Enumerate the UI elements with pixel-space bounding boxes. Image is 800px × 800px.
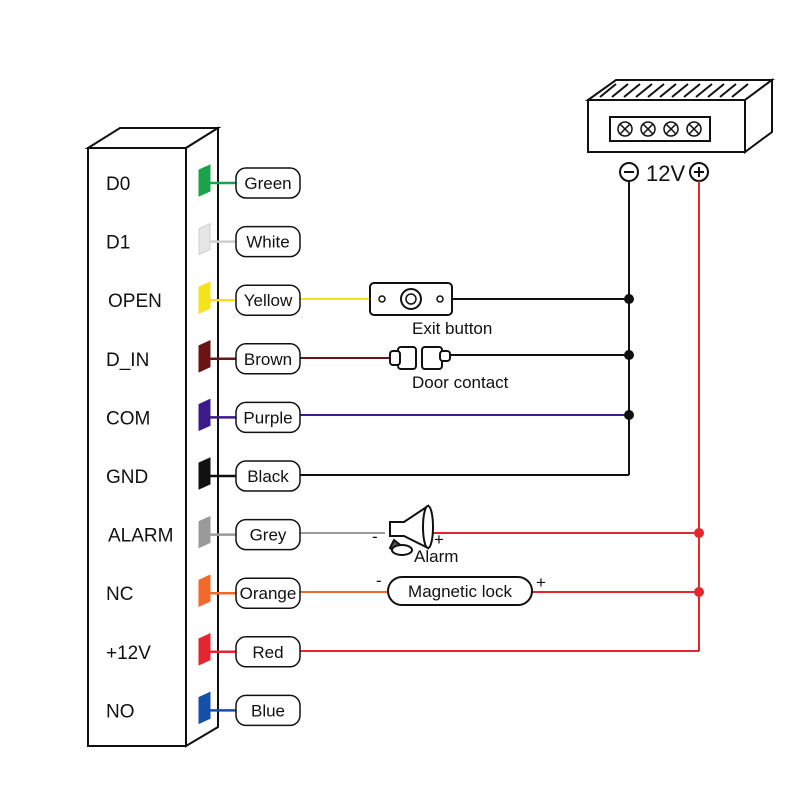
- wire-color-pill: [235, 636, 301, 668]
- pin-label: D1: [106, 233, 130, 254]
- psu-plus-terminal: [689, 162, 709, 182]
- psu-minus-terminal: [619, 162, 639, 182]
- terminal-row: COM Purple: [106, 398, 301, 434]
- wire-stub: [198, 398, 211, 432]
- pin-label: COM: [106, 408, 150, 429]
- wire-stub: [198, 574, 211, 607]
- psu-voltage-label: 12V: [646, 161, 685, 186]
- wire-stub: [198, 340, 211, 373]
- pin-label: OPEN: [108, 291, 162, 312]
- pin-label: NC: [106, 584, 133, 605]
- junction-dots: [624, 294, 704, 597]
- lock-plus-label: +: [536, 573, 546, 592]
- alarm-siren-icon: [388, 504, 434, 556]
- wire-stub: [198, 457, 211, 490]
- wire-color-pill: [235, 694, 301, 727]
- terminal-screws: [617, 121, 702, 137]
- wire-color-pill: [235, 401, 301, 434]
- wire-color-label: Brown: [244, 350, 292, 369]
- wire-color-label: Grey: [250, 526, 287, 545]
- wire-color-pill: [235, 225, 301, 258]
- pin-label: GND: [106, 467, 148, 488]
- door-contact-label: Door contact: [412, 373, 509, 392]
- terminal-row: D0 Green: [106, 164, 301, 199]
- terminal-row: OPEN Yellow: [108, 281, 301, 316]
- wire-stub: [198, 222, 211, 256]
- wire-color-label: Red: [252, 643, 283, 662]
- alarm-plus-label: +: [434, 530, 444, 549]
- lock-minus-label: -: [376, 571, 382, 590]
- terminal-row: GND Black: [106, 457, 301, 492]
- door-contact-device: [389, 346, 451, 370]
- magnetic-lock-label: Magnetic lock: [408, 582, 512, 601]
- terminal-row: NO Blue: [106, 691, 301, 727]
- alarm-label: Alarm: [414, 547, 458, 566]
- terminal-row: +12V Red: [106, 633, 301, 668]
- wire-stub: [198, 515, 211, 549]
- exit-button-device: [369, 282, 453, 316]
- wire-stub: [198, 281, 211, 314]
- wire-color-label: White: [246, 233, 289, 252]
- wire-color-label: Yellow: [244, 291, 293, 310]
- pin-label: D_IN: [106, 350, 149, 371]
- pin-label: NO: [106, 701, 135, 722]
- wire-stub: [198, 691, 211, 725]
- pin-label: D0: [106, 174, 130, 195]
- terminal-row: D_IN Brown: [106, 340, 301, 375]
- wire-color-pill: [235, 518, 301, 551]
- wire-color-pill: [235, 167, 301, 199]
- wire-color-pill: [235, 577, 301, 609]
- terminal-row: NC Orange: [106, 574, 301, 609]
- wire-color-label: Orange: [240, 584, 297, 603]
- wire-color-label: Black: [247, 467, 289, 486]
- wire-stub: [198, 164, 211, 197]
- terminal-row: ALARM Grey: [108, 515, 301, 551]
- exit-button-label: Exit button: [412, 319, 492, 338]
- magnetic-lock-device: Magnetic lock: [387, 576, 533, 606]
- wire-color-pill: [235, 284, 301, 316]
- wire-color-pill: [235, 343, 301, 375]
- wire-color-label: Blue: [251, 701, 285, 720]
- terminal-row: D1 White: [106, 222, 301, 258]
- wire-color-label: Green: [244, 174, 291, 193]
- wire-color-label: Purple: [243, 408, 292, 427]
- power-supply: [584, 78, 776, 154]
- pin-label: ALARM: [108, 526, 173, 547]
- wire-color-pill: [235, 460, 301, 492]
- wires: [300, 298, 699, 652]
- wire-stub: [198, 633, 211, 666]
- pin-label: +12V: [106, 643, 151, 664]
- alarm-minus-label: -: [372, 527, 378, 546]
